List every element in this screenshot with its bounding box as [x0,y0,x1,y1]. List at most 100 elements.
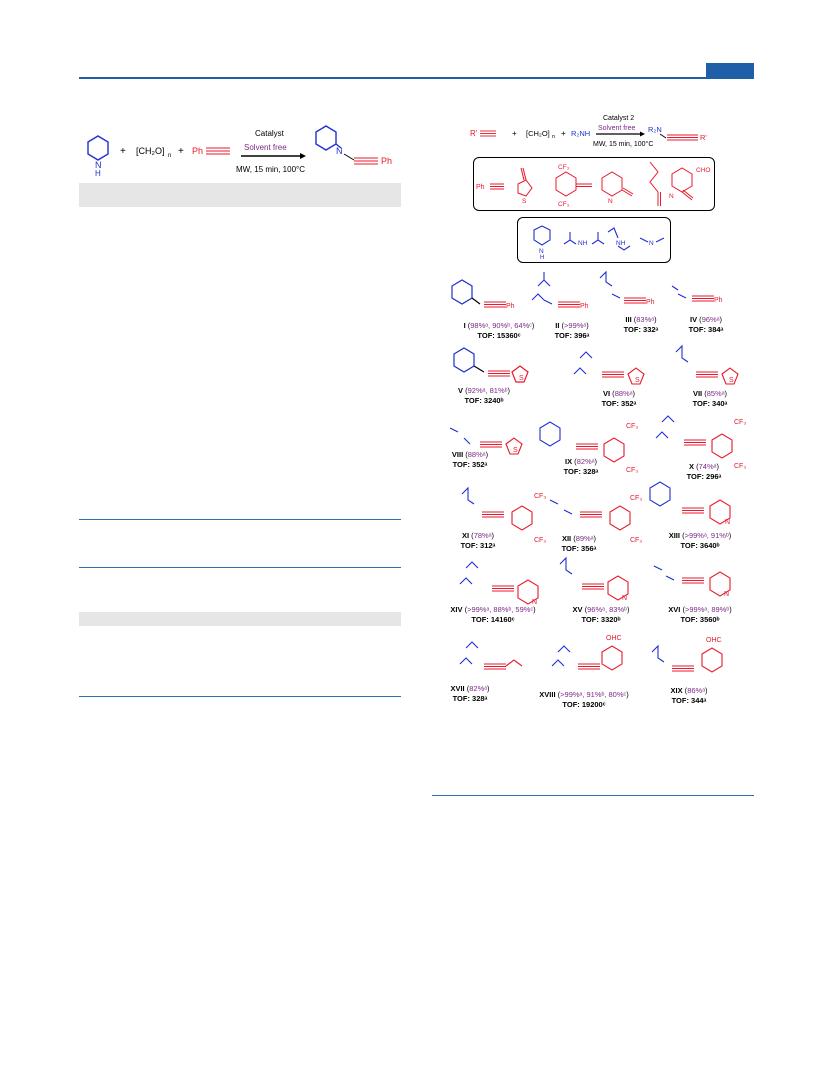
catalyst2-label: Catalyst 2 [603,115,634,122]
plus-b: + [561,129,566,138]
plus-1: + [120,146,126,157]
struct-XII [549,499,631,531]
struct-VI [573,351,645,385]
amine-h1: H [540,255,544,261]
product-yield: 83%ᵃ [636,315,655,324]
struct-XI-cf3a: CF₃ [534,493,546,500]
product-tof: TOF: 19200ᶜ [562,700,606,709]
struct-XVIII-ohc: OHC [606,635,622,642]
product-id: IV [690,315,698,324]
product-id: IX [565,457,573,466]
product-yield: 78%ᵃ [473,531,492,540]
product-yield: 85%ᵃ [706,389,725,398]
struct-XV [559,556,629,601]
product-tof: TOF: 344ᵃ [671,696,707,705]
right-reaction-scheme: R' + [CH₂O] n + R₂NH Catalyst 2 Solvent … [470,115,707,148]
amine-substrate-box [517,217,671,263]
product-caption-XIV: XIV (>99%ᵃ, 88%ᵇ, 59%ᶜ)TOF: 14160ᶜ [433,605,553,625]
product-tof: TOF: 352ᵃ [601,399,637,408]
product-caption-X: X (74%ᵃ)TOF: 296ᵃ [644,462,764,482]
product-id: VII [692,389,703,398]
product-id: XVIII [539,690,556,699]
struct-IV [671,285,715,302]
product-r1: R' [700,133,707,142]
struct-VIII [449,427,523,455]
arrowhead2 [640,131,645,137]
product-caption-XVI: XVI (>99%ᵃ, 89%ᵇ)TOF: 3560ᵇ [640,605,760,625]
product-caption-XIX: XIX (86%ᵃ)TOF: 344ᵃ [629,686,749,706]
struct-VI-s: S [635,377,640,384]
product-tof: TOF: 332ᵃ [623,325,659,334]
product-tof: TOF: 384ᵃ [688,325,724,334]
product-caption-II: II (>99%ᵃ)TOF: 396ᵃ [512,321,632,341]
product-caption-XVII: XVII (82%ᵃ)TOF: 328ᵃ [410,684,530,704]
product-yield: 88%ᵃ [467,450,486,459]
struct-X-cf3b: CF₃ [734,463,746,470]
product-yield: 89%ᵃ [575,534,594,543]
header-tab [706,63,754,77]
struct-XVI-n: N [724,591,729,598]
product-id: XVII [450,684,465,693]
amine-nh2: NH [578,240,588,247]
product-tof: TOF: 3560ᵇ [680,615,720,624]
struct-I [451,279,507,308]
product-yield: 98%ᵃ, 90%ᵇ, 64%ᶜ [470,321,532,330]
product-tof: TOF: 15360ᶜ [477,331,521,340]
struct-III-ph: Ph [646,299,655,306]
struct-V-s: S [519,375,524,382]
plus-2: + [178,146,184,157]
struct-II [531,272,581,308]
left-rule-3 [79,696,401,697]
right-bottom-rule [432,795,754,796]
product-caption-XV: XV (96%ᵃ, 83%ᵇ)TOF: 3320ᵇ [541,605,661,625]
product-caption-XVIII: XVIII (>99%ᵃ, 91%ᵇ, 80%ᶜ)TOF: 19200ᶜ [524,690,644,710]
struct-XIV-n: N [532,599,537,606]
phenylacetylene-triple-bond [206,147,230,155]
product-yield: >99%ᵃ, 88%ᵇ, 59%ᶜ [467,605,534,614]
sub-cf3-a: CF₃ [558,164,570,171]
conditions2-label: MW, 15 min, 100°C [593,140,653,148]
product-yield: >99%ᵃ, 91%ᵇ [684,531,729,540]
product-yield: 96%ᵃ, 83%ᵇ [587,605,627,614]
product-tof: TOF: 14160ᶜ [471,615,515,624]
solvent2-label: Solvent free [598,125,635,132]
paraformaldehyde-sub: n [168,153,171,159]
product-yield: >99%ᵃ, 89%ᵇ [684,605,730,614]
struct-IX-cf3a: CF₃ [626,423,638,430]
catalyst-label: Catalyst [255,129,285,138]
left-grey-bar-1 [79,183,401,207]
struct-XVIII [551,645,623,671]
struct-VII-s: S [729,377,734,384]
product-yield: 74%ᵃ [698,462,717,471]
header-rule [79,77,754,79]
reaction-arrowhead [300,153,306,159]
alkyne-substrate-box [473,157,715,211]
sub-n: N [608,198,613,205]
piperidine-structure [87,135,109,161]
alkyne-reagent [480,130,496,137]
struct-I-ph: Ph [506,303,515,310]
product-id: II [555,321,560,330]
amine-n2: N [649,240,654,247]
product-ph-label: Ph [381,156,392,166]
product-tof: TOF: 3240ᵇ [464,396,504,405]
amine-substrates: N H NH NH N [533,225,665,261]
product-caption-IV: IV (96%ᵃ)TOF: 384ᵃ [646,315,766,335]
product-tof: TOF: 296ᵃ [686,472,722,481]
struct-XIX-ohc: OHC [706,637,722,644]
r1-label: R' [470,129,478,138]
product-id: III [625,315,632,324]
struct-XII-cf3a: CF₃ [630,495,642,502]
product-caption-VI: VI (88%ᵃ)TOF: 352ᵃ [559,389,679,409]
product-caption-IX: IX (82%ᵃ)TOF: 328ᵃ [521,457,641,477]
product-r2n: R₂N [648,125,662,134]
product-caption-III: III (83%ᵃ)TOF: 332ᵃ [581,315,701,335]
amine-n1: N [539,248,544,255]
product-yield: >99%ᵃ, 91%ᵇ, 80%ᶜ [560,690,627,699]
product-yield: 96%ᵃ [701,315,720,324]
product-tof: TOF: 356ᵃ [561,544,597,553]
paraform-r: [CH₂O] [526,129,550,138]
struct-XII-cf3b: CF₃ [630,537,642,544]
product-caption-XI: XI (78%ᵃ)TOF: 312ᵃ [418,531,538,551]
struct-XV-n: N [622,595,627,602]
